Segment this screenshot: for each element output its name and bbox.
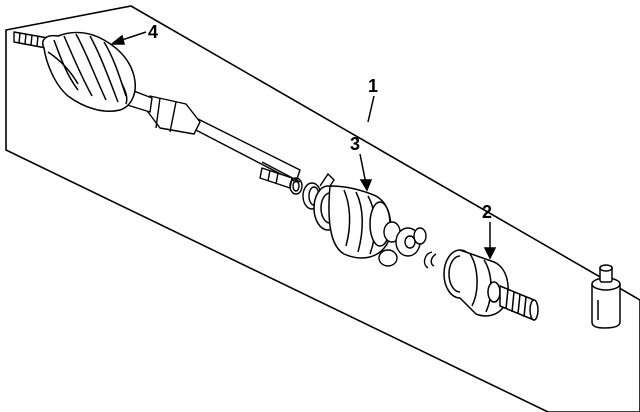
tripod-joint <box>379 222 426 266</box>
inner-boot <box>314 186 391 258</box>
callout-3: 3 <box>350 134 360 154</box>
leader-lines <box>112 32 495 258</box>
clip-ring-1 <box>290 178 302 194</box>
axle-shaft <box>14 32 300 188</box>
callout-1: 1 <box>368 76 378 96</box>
grease-bottle-icon <box>592 265 620 328</box>
outer-boot <box>43 33 135 112</box>
callout-2: 2 <box>482 202 492 222</box>
snap-ring-2 <box>425 252 436 268</box>
inner-joint-housing <box>444 250 538 320</box>
callout-4: 4 <box>148 22 158 42</box>
assembly-frame <box>6 6 640 412</box>
